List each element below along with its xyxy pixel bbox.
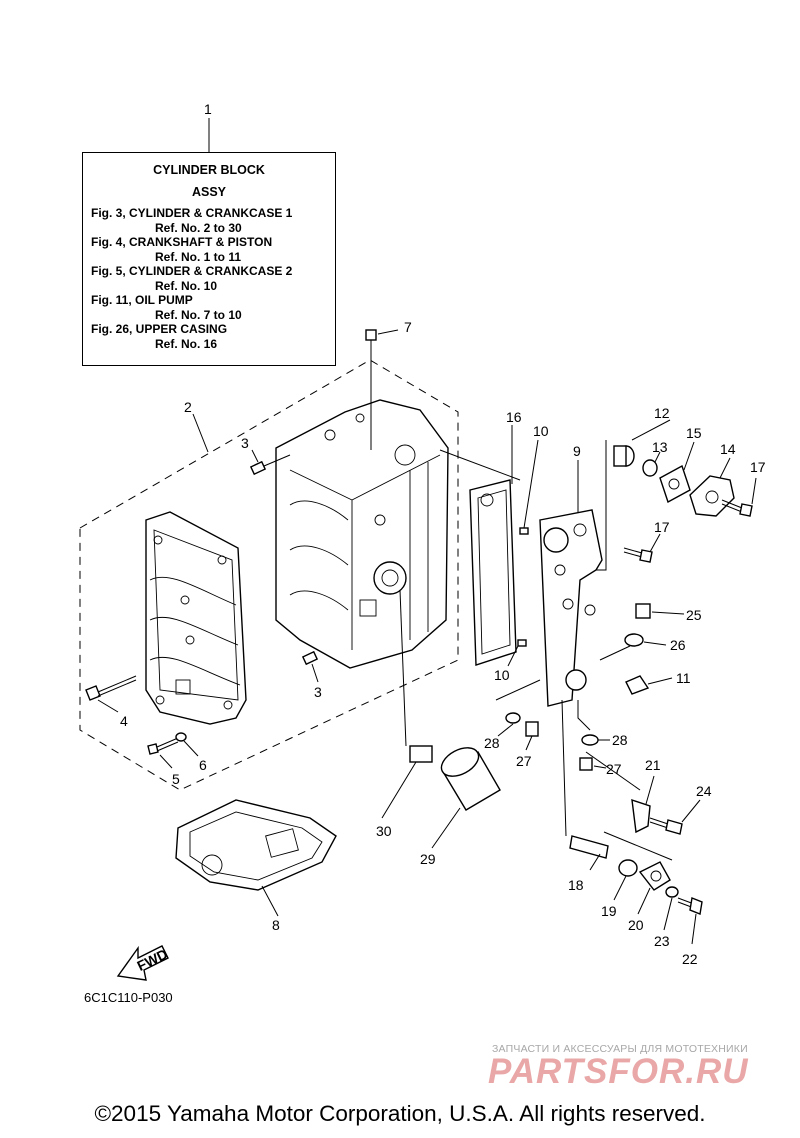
bolt-part-17b [623, 533, 661, 563]
fitting-part-12 [613, 445, 635, 467]
callout-20: 20 [628, 917, 644, 933]
cylinder-block-assy-label: CYLINDER BLOCK ASSY Fig. 3, CYLINDER & C… [82, 152, 336, 366]
ref-no: Ref. No. 7 to 10 [155, 307, 242, 322]
cylinder-block-part-2 [275, 399, 449, 669]
washer-part-28a [505, 712, 521, 724]
dowel-part-3b [301, 650, 319, 666]
plate-part-9 [539, 460, 603, 707]
plug-part-27b [579, 757, 607, 771]
callout-3a: 3 [241, 435, 249, 451]
callout-22: 22 [682, 951, 698, 967]
callout-14: 14 [720, 441, 736, 457]
dowel-part-10b [517, 639, 527, 647]
callout-28b: 28 [612, 732, 628, 748]
callout-28a: 28 [484, 735, 500, 751]
label-title-line2: ASSY [191, 184, 227, 199]
callout-17a: 17 [750, 459, 766, 475]
callout-27a: 27 [516, 753, 532, 769]
fig-ref: Fig. 5, CYLINDER & CRANKCASE 2 [91, 264, 293, 278]
callout-29: 29 [420, 851, 436, 867]
cover-part-14 [689, 457, 735, 517]
fig-ref: Fig. 3, CYLINDER & CRANKCASE 1 [91, 206, 293, 220]
callout-2: 2 [184, 399, 192, 415]
ref-no: Ref. No. 16 [155, 336, 218, 351]
label-title-line1: CYLINDER BLOCK [153, 163, 265, 177]
callout-23: 23 [654, 933, 670, 949]
ref-no: Ref. No. 2 to 30 [155, 220, 242, 235]
dowel-part-10a [519, 527, 529, 535]
gasket-part-16 [469, 425, 517, 666]
bolt-part-24 [649, 799, 701, 835]
callout-6: 6 [199, 757, 207, 773]
watermark-tagline: ЗАПЧАСТИ И АКСЕССУАРЫ ДЛЯ МОТОТЕХНИКИ [492, 1043, 748, 1055]
callout-18: 18 [568, 877, 584, 893]
washer-part-13 [642, 459, 658, 477]
callout-numbers: 1 2 3 3 4 5 6 7 8 9 10 10 11 12 13 14 15… [120, 101, 766, 967]
callout-3b: 3 [314, 684, 322, 700]
fig-ref: Fig. 26, UPPER CASING [91, 322, 228, 336]
fwd-arrow-icon: FWD [116, 945, 170, 981]
callout-30: 30 [376, 823, 392, 839]
stud-part-30 [381, 745, 433, 819]
bolt-part-4 [85, 675, 137, 713]
callout-9: 9 [573, 443, 581, 459]
drawing-code: 6C1C110-P030 [84, 990, 173, 1005]
callout-16: 16 [506, 409, 522, 425]
plug-part-7 [365, 329, 399, 450]
callout-26: 26 [670, 637, 686, 653]
fig-ref: Fig. 11, OIL PUMP [91, 293, 193, 307]
plug-part-25 [635, 603, 685, 619]
callout-17b: 17 [654, 519, 670, 535]
fitting-part-11 [625, 675, 673, 695]
washer-part-6 [175, 732, 187, 742]
watermark-logo: PARTSFOR.RU [488, 1052, 749, 1091]
strainer-part-18 [569, 835, 609, 871]
bolt-part-17a [721, 477, 757, 517]
bolt-part-5 [147, 737, 179, 769]
cover-part-20 [637, 861, 671, 915]
callout-11: 11 [676, 670, 691, 686]
callout-25: 25 [686, 607, 702, 623]
oring-part-26 [624, 633, 644, 647]
gasket-part-15 [659, 441, 695, 504]
callout-8: 8 [272, 917, 280, 933]
callout-1: 1 [204, 101, 212, 117]
callout-21: 21 [645, 757, 661, 773]
callout-4: 4 [120, 713, 128, 729]
cover-part-8 [175, 799, 337, 917]
callout-27b: 27 [606, 761, 622, 777]
callout-10a: 10 [533, 423, 549, 439]
callout-24: 24 [696, 783, 712, 799]
callout-15: 15 [686, 425, 702, 441]
plug-part-27a [525, 721, 539, 751]
ref-no: Ref. No. 10 [155, 278, 218, 293]
crankcase-part-2 [145, 511, 247, 725]
fwd-label: FWD [134, 946, 170, 974]
callout-12: 12 [654, 405, 670, 421]
callout-5: 5 [172, 771, 180, 787]
callout-13: 13 [652, 439, 668, 455]
callout-19: 19 [601, 903, 617, 919]
bolt-part-22 [677, 897, 703, 945]
washer-part-28b [581, 734, 599, 746]
fig-ref: Fig. 4, CRANKSHAFT & PISTON [91, 235, 273, 249]
clamp-part-21 [631, 775, 655, 834]
seal-part-19 [618, 859, 638, 877]
callout-10b: 10 [494, 667, 510, 683]
ref-no: Ref. No. 1 to 11 [155, 249, 242, 264]
copyright-notice: ©2015 Yamaha Motor Corporation, U.S.A. A… [94, 1101, 706, 1126]
washer-part-23 [665, 886, 679, 898]
oil-filter-part-29 [431, 747, 501, 849]
assembly-dashed-outline [79, 359, 459, 791]
callout-7: 7 [404, 319, 412, 335]
dowel-part-3a [249, 460, 267, 476]
